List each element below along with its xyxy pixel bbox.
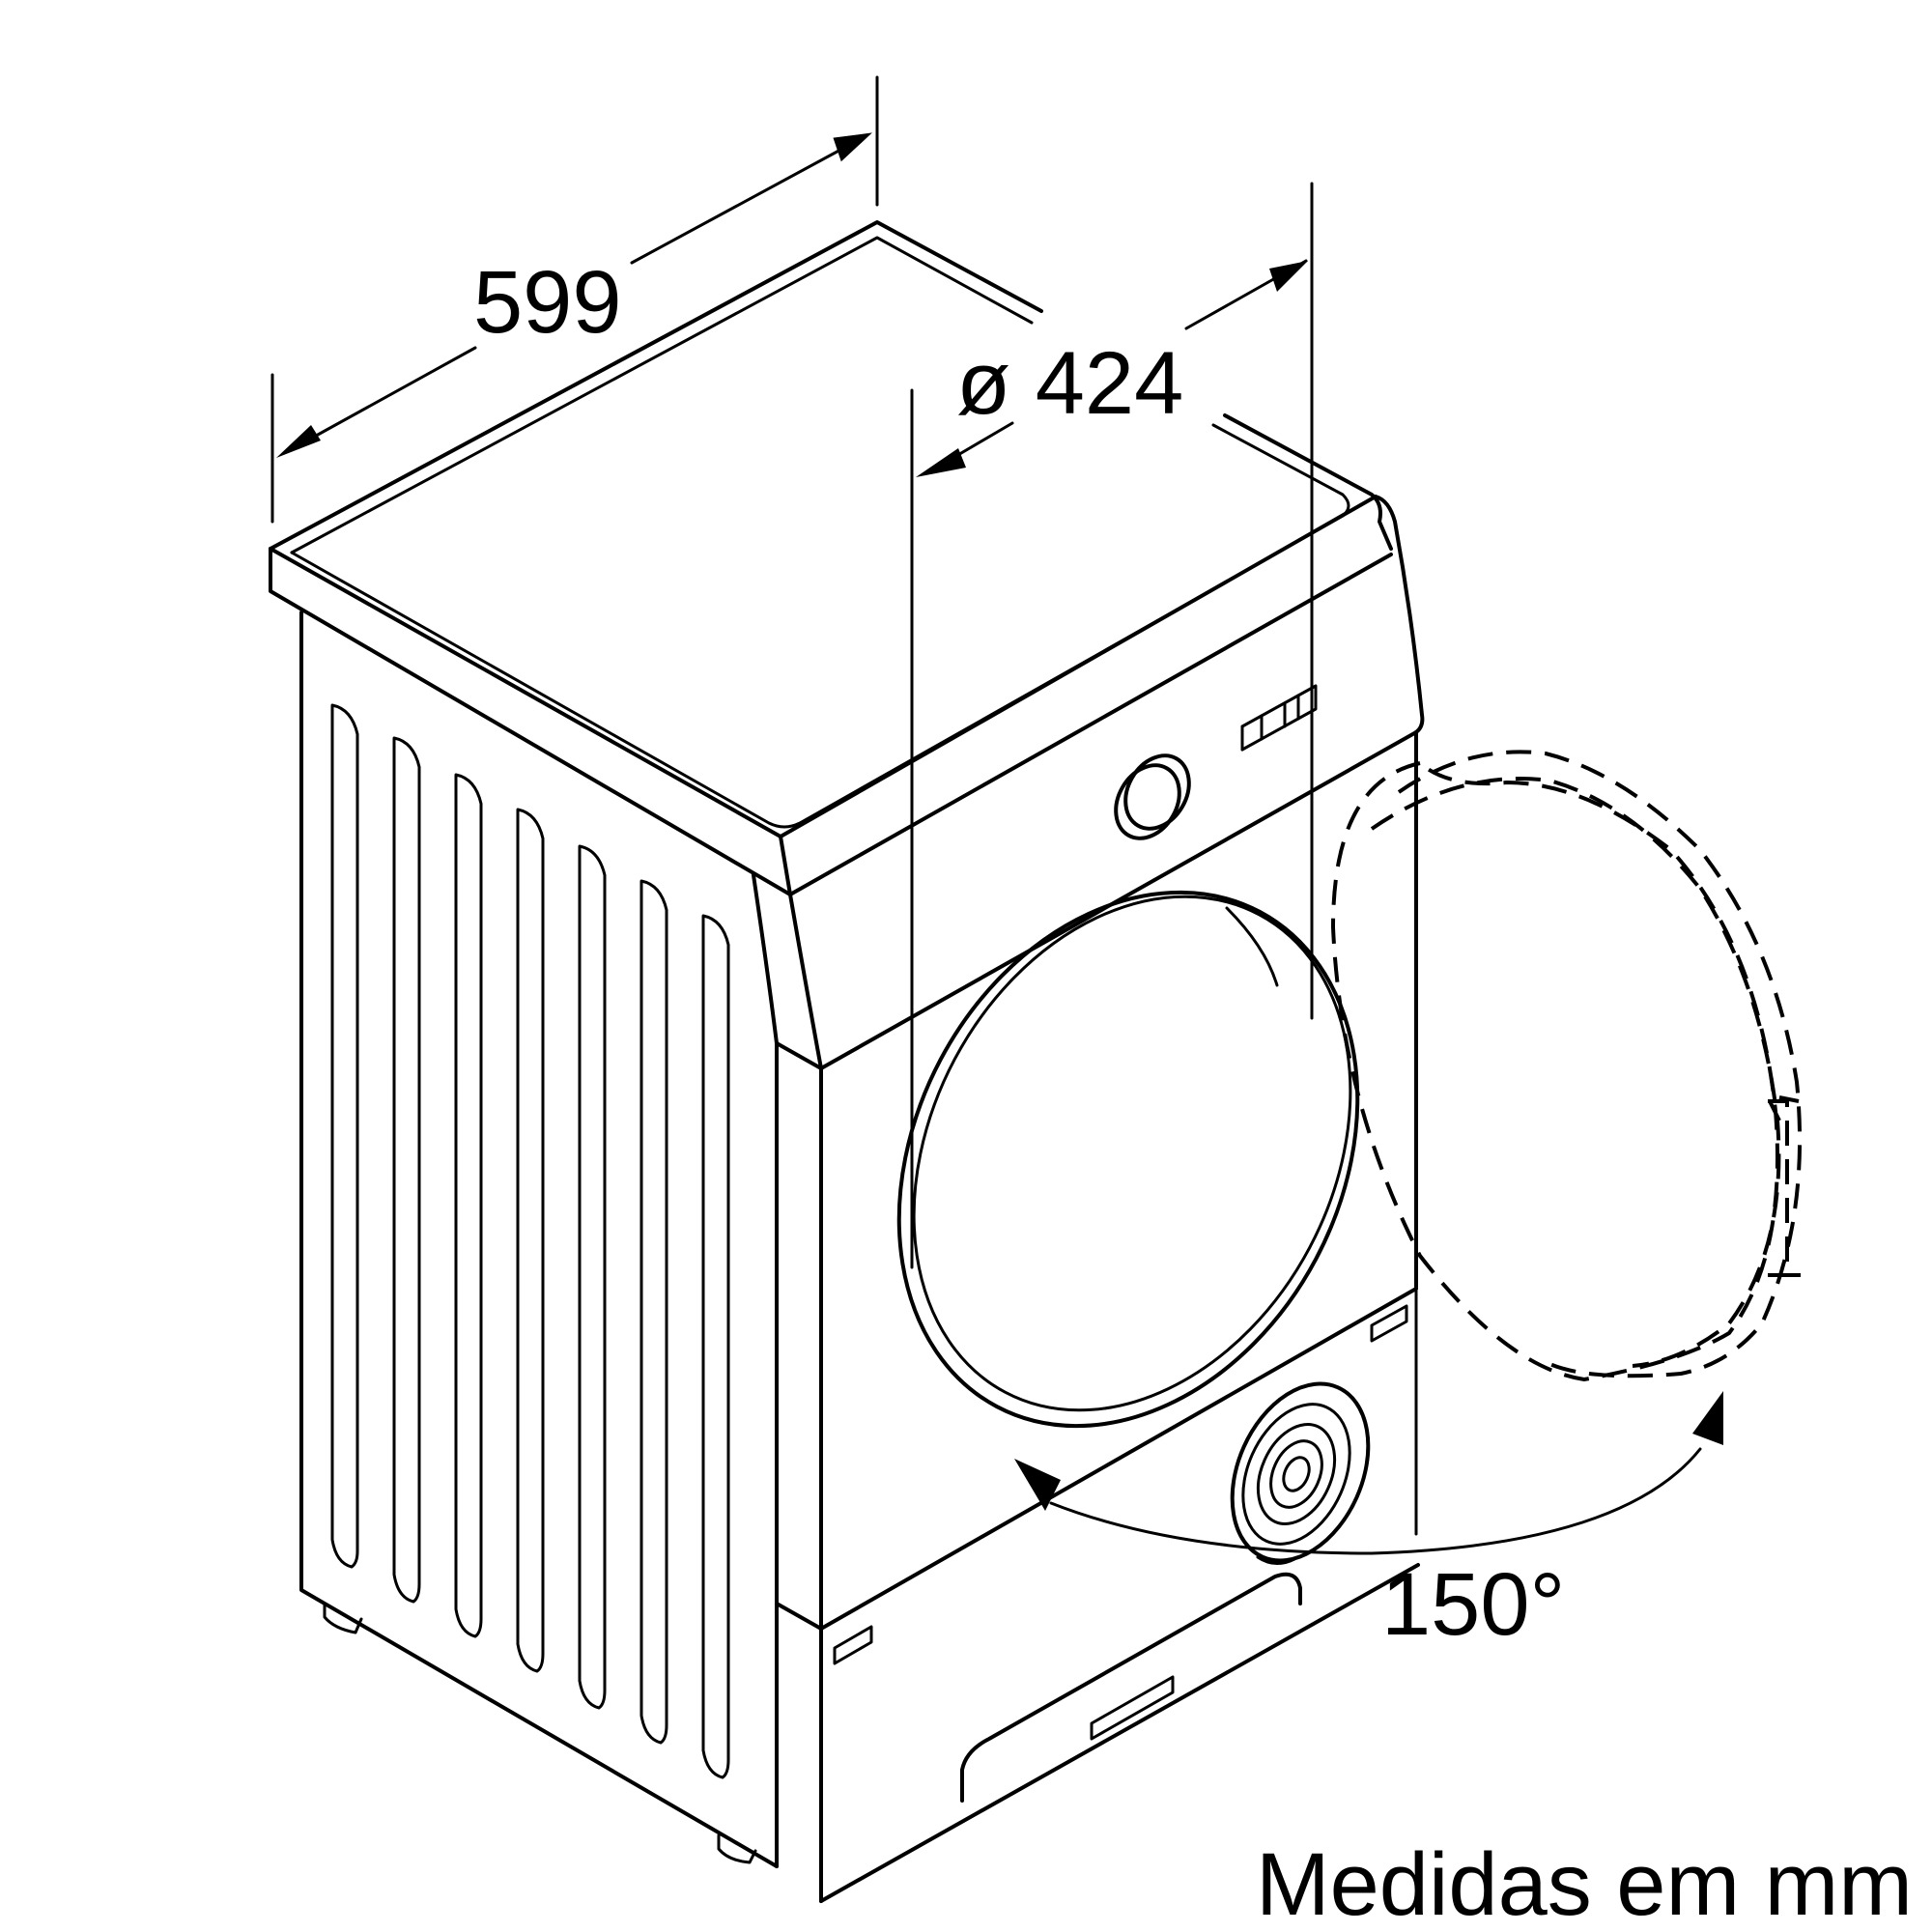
side-panel	[299, 611, 823, 1868]
display-buttons	[1240, 684, 1318, 752]
door-diameter-label: ø 424	[956, 334, 1183, 433]
filter-cover	[1230, 1381, 1371, 1565]
width-label: 599	[473, 253, 622, 352]
front-body	[775, 730, 1420, 1903]
side-ribs	[330, 703, 730, 1779]
top-lid	[269, 220, 1393, 896]
units-note: Medidas em mm	[1256, 1835, 1913, 1932]
door-diameter-dimension: ø 424	[910, 182, 1314, 1269]
open-door-outline	[1330, 750, 1803, 1382]
door-angle-label: 150°	[1381, 1555, 1565, 1654]
program-knob-icon	[1114, 753, 1191, 840]
door	[896, 890, 1360, 1429]
control-panel	[788, 495, 1425, 1070]
door-angle-dimension: 150°	[1014, 1250, 1723, 1654]
width-dimension: 599	[270, 75, 879, 524]
